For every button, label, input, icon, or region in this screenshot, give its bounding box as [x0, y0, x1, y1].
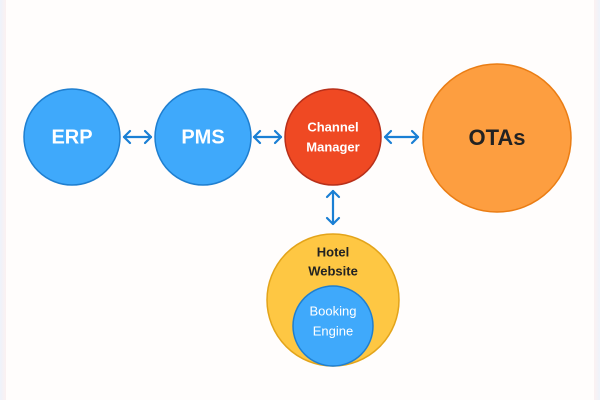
- node-hotel-website-label-line1: Hotel: [317, 244, 350, 259]
- node-booking-engine-label-line2: Engine: [313, 323, 353, 338]
- node-pms[interactable]: PMS: [154, 88, 252, 186]
- node-erp-label: ERP: [51, 126, 92, 148]
- arrow-erp-pms: [122, 129, 153, 145]
- node-channel-manager-label-line1: Channel: [307, 119, 358, 134]
- arrow-pms-channel-manager: [252, 129, 283, 145]
- node-hotel-website-label-line2: Website: [308, 263, 358, 278]
- node-channel-manager[interactable]: Channel Manager: [284, 88, 382, 186]
- arrow-channel-manager-otas: [383, 129, 420, 145]
- right-edge: [594, 0, 600, 400]
- node-erp[interactable]: ERP: [23, 88, 121, 186]
- node-pms-label: PMS: [181, 126, 224, 148]
- arrow-channel-manager-hotel-website: [325, 189, 341, 226]
- node-channel-manager-label-line2: Manager: [306, 139, 359, 154]
- node-otas-label: OTAs: [468, 125, 525, 150]
- node-booking-engine[interactable]: Booking Engine: [292, 285, 374, 367]
- node-booking-engine-label-line1: Booking: [310, 303, 357, 318]
- node-otas[interactable]: OTAs: [422, 63, 572, 213]
- left-edge: [0, 0, 6, 400]
